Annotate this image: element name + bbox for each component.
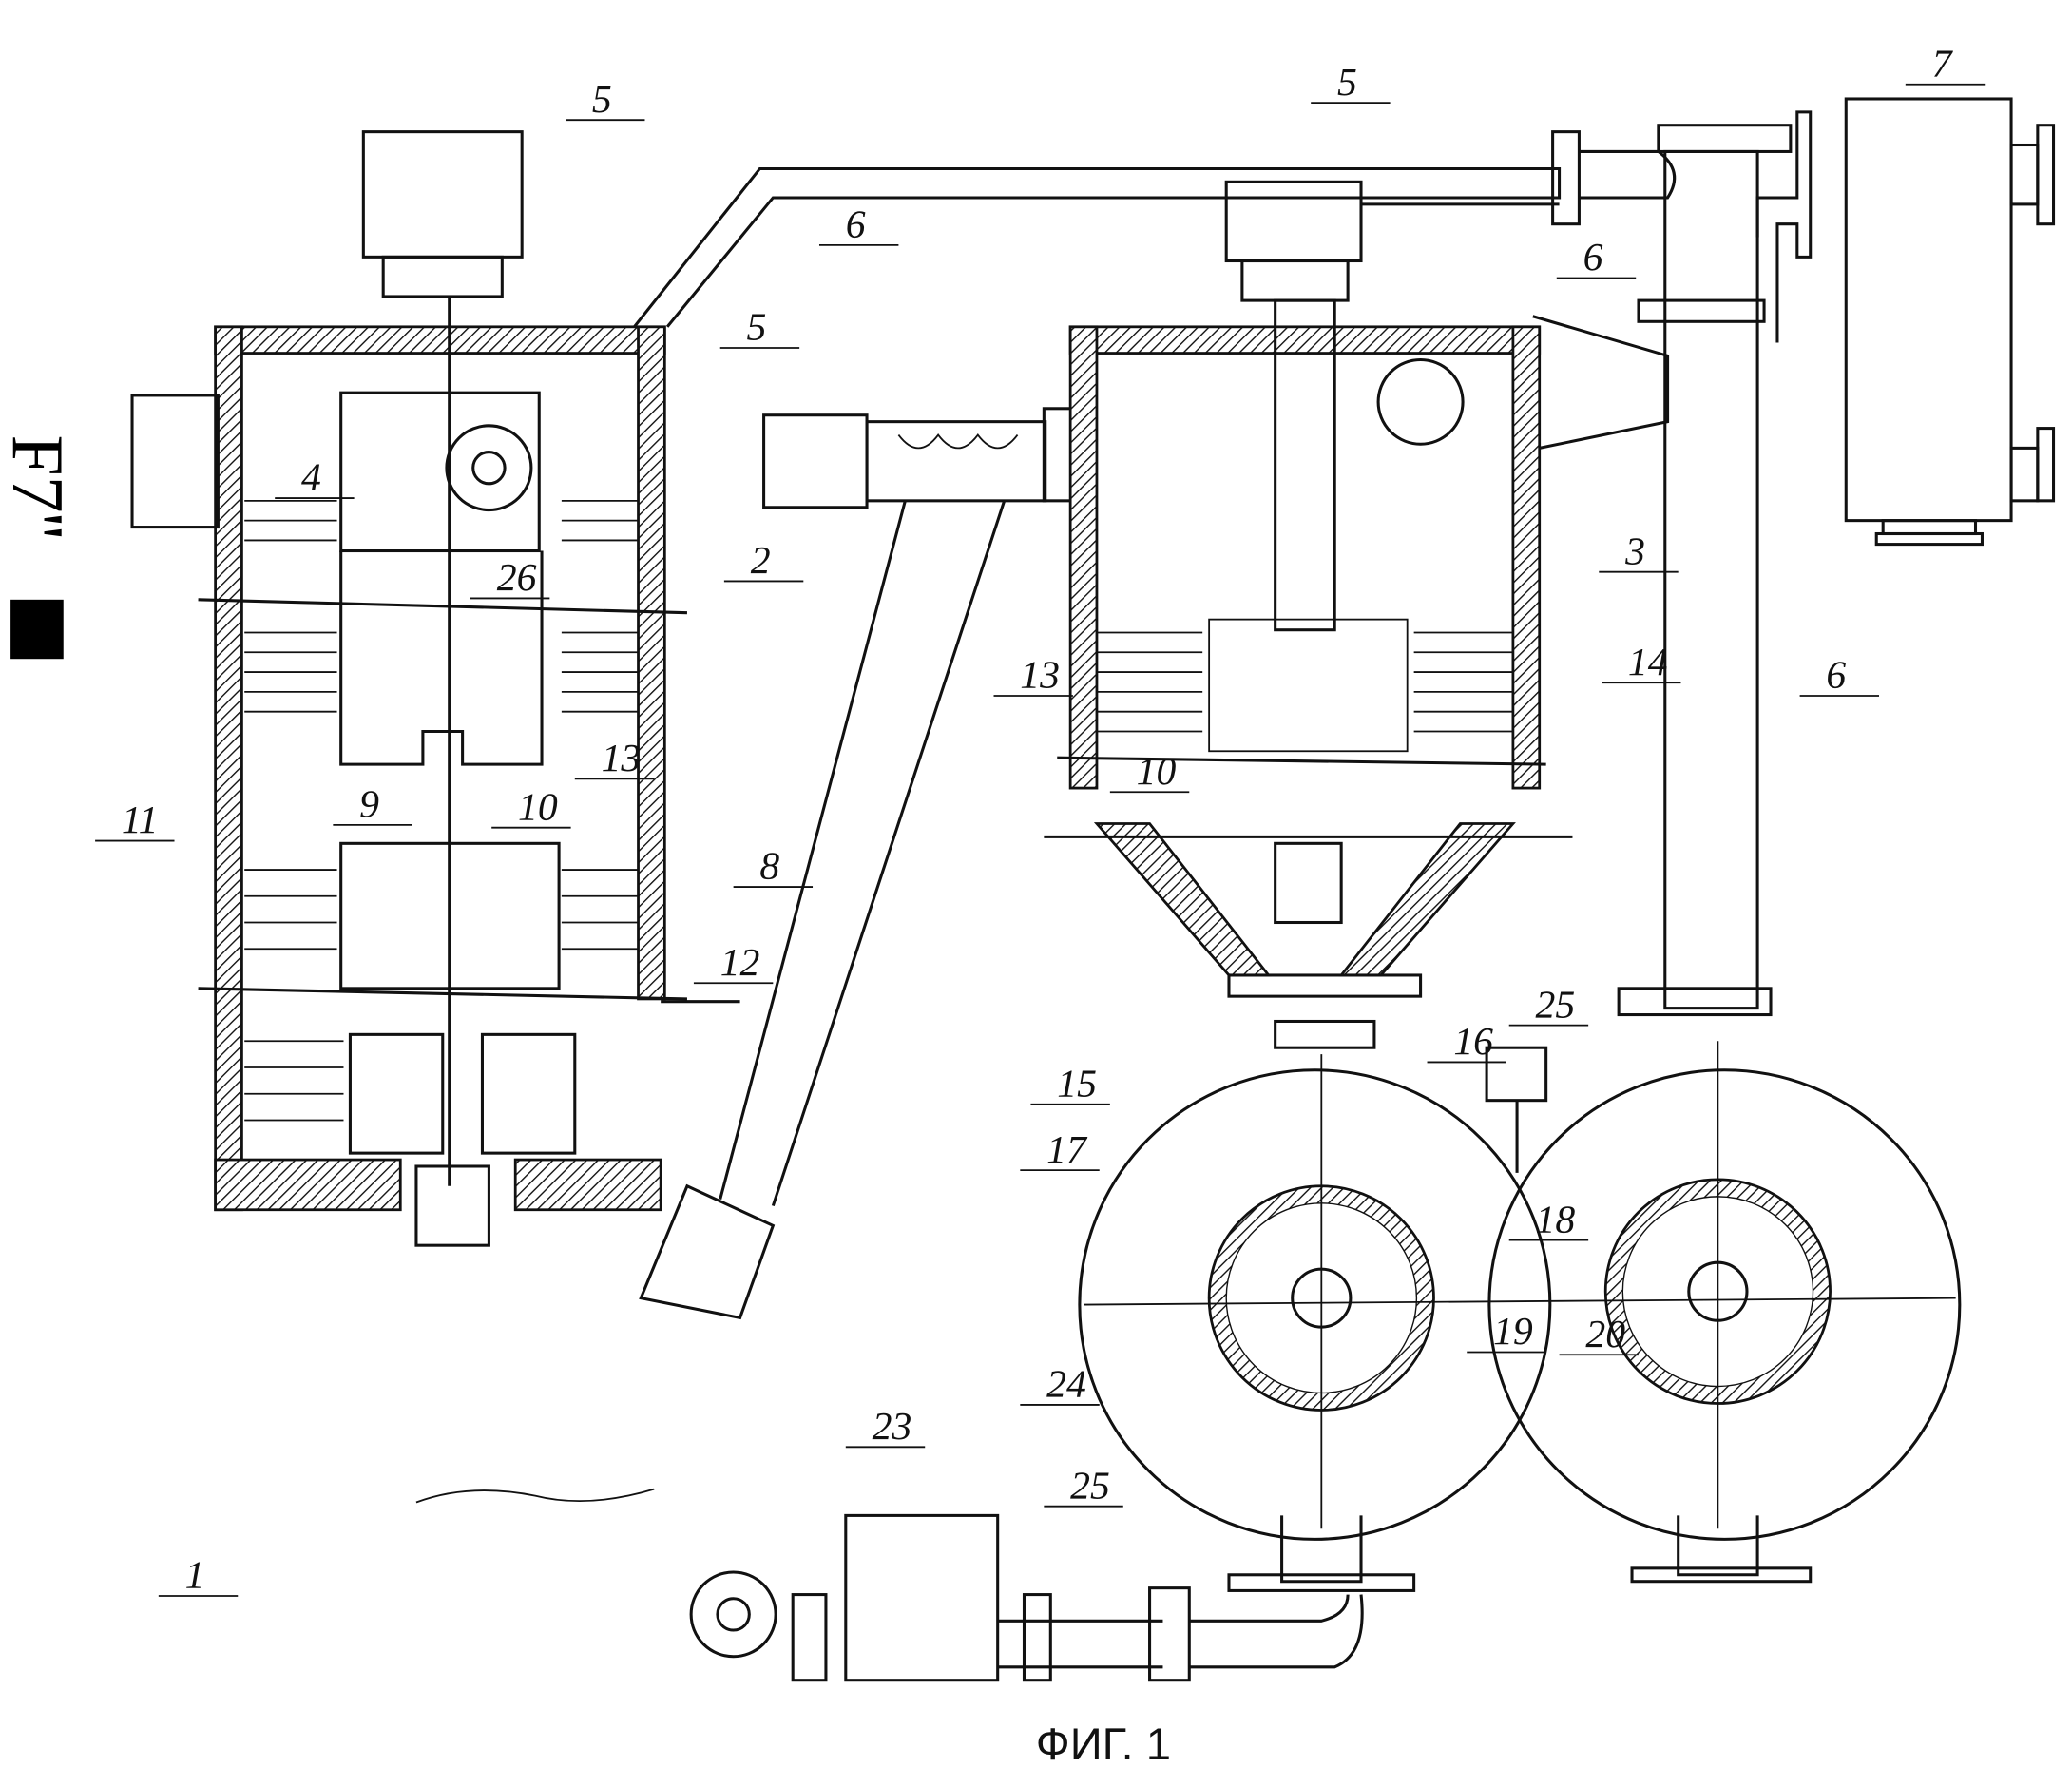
screw-conveyor bbox=[639, 407, 1079, 1320]
reference-numeral: 18 bbox=[1536, 1198, 1576, 1241]
reference-numeral: 26 bbox=[497, 556, 537, 600]
feed-line bbox=[415, 1488, 1364, 1682]
reference-numeral: 24 bbox=[1046, 1363, 1086, 1407]
reference-numeral: 5 bbox=[1337, 61, 1357, 105]
stamp-text: F7'' bbox=[0, 435, 79, 540]
reference-numeral: 13 bbox=[602, 737, 642, 780]
reference-numeral: 15 bbox=[1057, 1063, 1097, 1106]
reference-numeral: 25 bbox=[1070, 1464, 1110, 1508]
reference-numeral: 20 bbox=[1585, 1313, 1625, 1356]
reference-numeral: 2 bbox=[751, 539, 771, 583]
reference-numeral: 11 bbox=[122, 798, 159, 842]
reference-numeral: 8 bbox=[759, 845, 779, 889]
reference-numeral: 10 bbox=[518, 785, 558, 829]
reference-numeral: 17 bbox=[1046, 1128, 1088, 1172]
reference-numeral: 5 bbox=[592, 78, 612, 122]
reference-numeral: 14 bbox=[1628, 641, 1668, 684]
reference-numeral: 23 bbox=[873, 1405, 912, 1449]
reference-numeral: 6 bbox=[1826, 654, 1846, 698]
reference-numeral: 25 bbox=[1536, 983, 1576, 1027]
reference-numeral: 10 bbox=[1137, 750, 1177, 794]
reference-numeral: 6 bbox=[1583, 236, 1603, 279]
figure-caption: ФИГ. 1 bbox=[1036, 1720, 1171, 1770]
reference-numeral: 4 bbox=[301, 456, 321, 500]
stamp-mark: F7'' bbox=[0, 435, 79, 660]
twin-drum bbox=[1078, 1019, 1962, 1592]
reference-numeral: 3 bbox=[1624, 529, 1645, 573]
reference-numeral: 6 bbox=[846, 203, 866, 247]
left-vessel bbox=[130, 130, 688, 1247]
reference-numeral: 16 bbox=[1453, 1020, 1493, 1064]
reference-numeral: 13 bbox=[1020, 654, 1060, 698]
right-vessel bbox=[1044, 180, 1573, 998]
reference-numeral: 5 bbox=[747, 306, 767, 350]
reference-numeral: 12 bbox=[720, 941, 760, 985]
reference-numeral: 7 bbox=[1932, 42, 1954, 86]
reference-numeral: 9 bbox=[359, 783, 379, 827]
pipe-6 bbox=[633, 110, 1813, 1017]
unit-7 bbox=[1844, 97, 2056, 547]
reference-numeral: 19 bbox=[1493, 1310, 1533, 1354]
reference-numeral: 1 bbox=[185, 1554, 205, 1598]
